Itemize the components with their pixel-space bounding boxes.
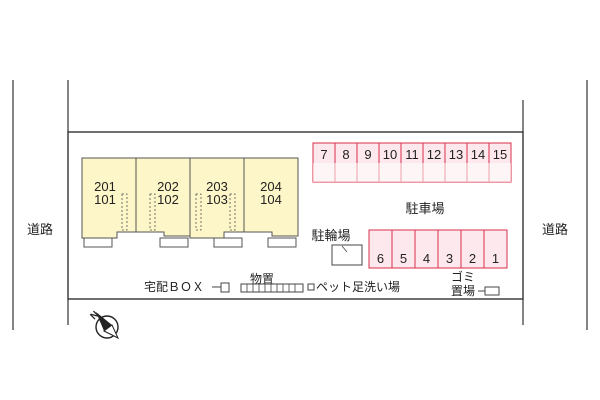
unit-3-upper: 203 — [206, 179, 228, 194]
parking-row-bottom: 6 5 4 3 2 1 — [368, 229, 508, 269]
unit-4-upper: 204 — [260, 179, 282, 194]
parking-number: 3 — [446, 251, 453, 266]
parking-number: 6 — [377, 251, 384, 266]
balcony-1 — [83, 237, 113, 248]
parking-number: 7 — [320, 147, 327, 162]
parking-number: 10 — [383, 147, 397, 162]
stair-mark-1 — [121, 193, 128, 231]
unit-1-upper: 201 — [94, 179, 116, 194]
road-label-right: 道路 — [542, 222, 568, 238]
garbage-label-line2: 置場 — [451, 284, 475, 298]
bicycle-parking-label: 駐輪場 — [311, 228, 350, 244]
building: 201 101 202 102 203 103 204 104 — [81, 157, 299, 248]
balcony-2 — [159, 237, 189, 248]
parking-number: 5 — [400, 251, 407, 266]
stair-mark-2 — [149, 193, 156, 231]
garbage-label-line1: ゴミ — [451, 269, 475, 284]
unit-2-upper: 202 — [157, 179, 179, 194]
parking-number: 13 — [449, 147, 463, 162]
road-label-left: 道路 — [27, 222, 53, 238]
bicycle-parking-mark — [341, 245, 348, 253]
parking-number: 14 — [471, 147, 485, 162]
parking-number: 9 — [364, 147, 371, 162]
north-arrow-icon: N — [88, 309, 120, 340]
garbage-area-icon — [484, 286, 500, 296]
stair-mark-3 — [195, 193, 202, 231]
parking-space-1 — [483, 229, 508, 269]
stair-mark-4 — [229, 193, 236, 231]
storage-label: 物置 — [250, 272, 274, 286]
parking-number: 12 — [427, 147, 441, 162]
parking-number: 2 — [469, 251, 476, 266]
parking-number: 8 — [342, 147, 349, 162]
pet-wash-icon — [307, 283, 315, 291]
unit-2-lower: 102 — [157, 192, 179, 207]
unit-block-4 — [243, 157, 299, 237]
bicycle-parking-area — [331, 244, 363, 266]
parking-number: 4 — [423, 251, 430, 266]
parking-number: 1 — [492, 251, 499, 266]
unit-4-lower: 104 — [260, 192, 282, 207]
pet-wash-label: ペット足洗い場 — [316, 280, 400, 294]
delivery-box-label: 宅配ＢＯＸ — [144, 279, 204, 294]
balcony-4 — [267, 237, 297, 248]
unit-3-lower: 103 — [206, 192, 228, 207]
parking-number: 15 — [493, 147, 507, 162]
parking-row-top-white — [313, 163, 511, 182]
parking-number: 11 — [405, 147, 419, 162]
balcony-3 — [213, 237, 243, 248]
unit-1-lower: 101 — [94, 192, 116, 207]
parking-label: 駐車場 — [405, 202, 444, 217]
storage-units — [240, 283, 304, 293]
delivery-box-icon — [220, 282, 230, 293]
parking-row-top: 7 8 9 10 11 12 13 14 15 — [312, 142, 512, 183]
